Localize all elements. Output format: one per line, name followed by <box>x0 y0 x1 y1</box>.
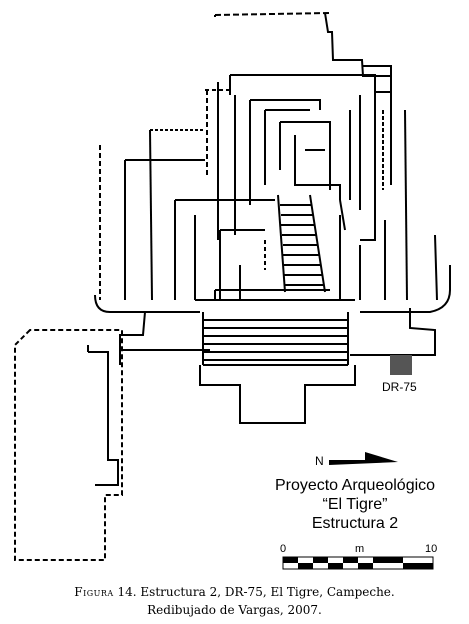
central-staircase <box>277 194 326 293</box>
frontal-staircase <box>199 312 356 424</box>
figure-caption-line1: Figura 14. Estructura 2, DR-75, El Tigre… <box>0 585 469 599</box>
figure-caption-text: 14. Estructura 2, DR-75, El Tigre, Campe… <box>113 585 395 599</box>
dr75-label: DR-75 <box>382 380 417 394</box>
figure-caption-line2: Redibujado de Vargas, 2007. <box>147 603 322 617</box>
mid-terraces <box>99 129 386 301</box>
left-structure <box>14 329 123 561</box>
upper-terrace-outline <box>214 12 408 301</box>
svg-text:N: N <box>315 454 324 468</box>
north-arrow-icon: N <box>315 452 398 468</box>
site-name: “El Tigre” <box>323 496 388 513</box>
svg-text:0: 0 <box>280 543 286 555</box>
structure-name: Estructura 2 <box>312 515 398 532</box>
temple-upper-platform <box>205 74 376 241</box>
svg-text:10: 10 <box>425 543 437 555</box>
svg-text:m: m <box>355 543 364 555</box>
lower-platform <box>94 234 451 365</box>
dr75-marker <box>390 355 412 375</box>
scale-bar: 0 m 10 <box>280 543 437 570</box>
project-title: Proyecto Arqueológico <box>275 477 435 494</box>
figure-label: Figura <box>74 585 114 599</box>
